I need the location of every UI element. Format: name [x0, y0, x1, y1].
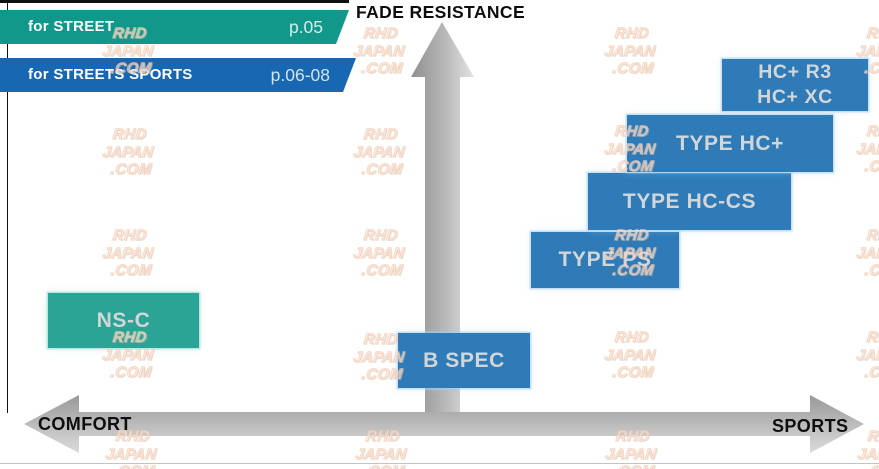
frame-top-line: [0, 0, 349, 3]
frame-bottom-line: [0, 462, 879, 465]
frame-left-line: [6, 0, 9, 413]
comfort-axis-label: COMFORT: [38, 414, 132, 434]
sports-axis-label: SPORTS: [772, 416, 849, 436]
product-box-hc-r3-hc-xc: HC+ R3 HC+ XC: [722, 59, 868, 111]
product-label: NS-C: [96, 308, 151, 332]
product-label: HC+ XC: [757, 86, 833, 108]
product-label: HC+ R3: [758, 61, 832, 83]
banner-for-street-page: p.05: [288, 17, 323, 37]
product-label: B SPEC: [423, 348, 505, 372]
banner-for-streets-sports-page: p.06-08: [270, 65, 330, 85]
product-box-type-hc-cs: TYPE HC-CS: [588, 173, 791, 230]
product-label: TYPE HC-CS: [622, 189, 757, 213]
fade-resistance-axis-label: FADE RESISTANCE: [356, 2, 526, 22]
product-box-b-spec: B SPEC: [398, 333, 530, 388]
product-label: TYPE HC+: [675, 131, 785, 155]
banner-for-street-label: for STREET: [28, 18, 115, 35]
banner-for-streets-sports[interactable]: for STREETS SPORTS p.06-08: [0, 58, 356, 92]
product-box-type-ps: TYPE PS: [531, 232, 679, 288]
banner-for-street[interactable]: for STREET p.05: [0, 10, 349, 44]
product-box-type-hc: TYPE HC+: [627, 115, 833, 172]
banner-for-streets-sports-label: for STREETS SPORTS: [28, 66, 193, 83]
product-label: TYPE PS: [558, 248, 652, 271]
product-box-ns-c: NS-C: [48, 293, 199, 348]
